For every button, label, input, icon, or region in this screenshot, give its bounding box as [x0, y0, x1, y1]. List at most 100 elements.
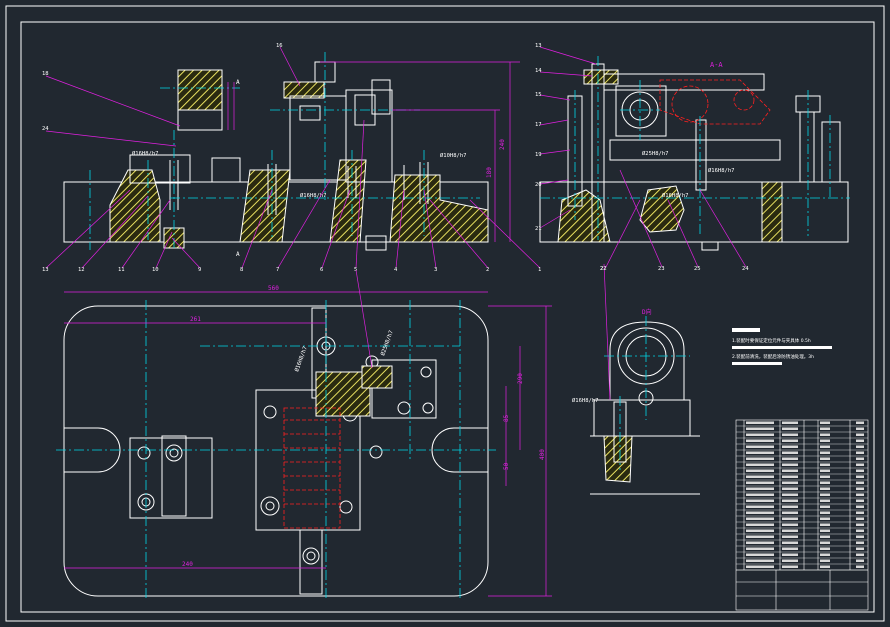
parts-list-cell-text — [746, 517, 774, 520]
part-number: 22 — [600, 266, 607, 272]
parts-list-cell-text — [856, 463, 864, 466]
detail-centerlines — [604, 316, 690, 470]
parts-list-cell-text — [820, 487, 830, 490]
part-number: 10 — [152, 267, 159, 273]
cut-mark-a-top: A — [236, 79, 240, 86]
parts-list-cell-text — [746, 553, 774, 556]
parts-list-cell-text — [856, 541, 864, 544]
outer-frame — [5, 5, 885, 622]
part-number: 1 — [538, 267, 541, 273]
parts-list-cell-text — [746, 529, 774, 532]
plan-dimensions — [64, 291, 552, 597]
part-number: 9 — [198, 267, 201, 273]
parts-list-cell-text — [820, 451, 830, 454]
parts-list-cell-text — [856, 487, 864, 490]
part-number: 11 — [118, 267, 125, 273]
parts-list-cell-text — [820, 535, 830, 538]
parts-list-cell-text — [746, 439, 774, 442]
parts-list-cell-text — [782, 517, 798, 520]
parts-list-cell-text — [856, 565, 864, 568]
front-view-dimensions — [227, 61, 520, 242]
part-number: 20 — [535, 182, 542, 188]
fit-label: Ø25H8/h7 — [642, 150, 669, 157]
fit-label: Ø16H8/h7 — [132, 150, 159, 157]
parts-list-cell-text — [782, 433, 798, 436]
parts-list-cell-text — [746, 469, 774, 472]
parts-list-cell-text — [782, 421, 798, 424]
parts-list-cell-text — [782, 451, 798, 454]
parts-list-cell-text — [782, 547, 798, 550]
parts-list-cell-text — [856, 505, 864, 508]
cut-mark-a-bottom: A — [236, 251, 240, 258]
parts-list-cell-text — [820, 565, 830, 568]
parts-list-cell-text — [782, 475, 798, 478]
parts-list-cell-text — [856, 553, 864, 556]
parts-list-cell-text — [820, 511, 830, 514]
part-number: 5 — [354, 267, 357, 273]
section-part-numbers: 13 14 15 17 19 20 21 22 23 25 24 — [535, 43, 749, 272]
front-view-part-numbers: 18 24 16 13 12 11 10 9 8 7 6 5 4 3 2 1 — [42, 43, 541, 273]
plan-hidden-lines — [283, 407, 341, 529]
parts-list-cell-text — [820, 457, 830, 460]
parts-list-cell-text — [820, 523, 830, 526]
parts-list-cell-text — [746, 523, 774, 526]
dim-plan-width: 560 — [268, 285, 279, 292]
part-number: 21 — [535, 226, 542, 232]
parts-list-cell-text — [856, 523, 864, 526]
dim-front-inner: 180 — [486, 167, 493, 178]
parts-list-cell-text — [856, 433, 864, 436]
part-number: 24 — [742, 266, 749, 272]
plan-centerlines — [56, 300, 496, 600]
inner-frame — [20, 21, 875, 613]
section-hidden-lines — [659, 79, 771, 125]
parts-list-cell-text — [856, 421, 864, 424]
part-number: 6 — [320, 267, 323, 273]
parts-list-cell-text — [746, 451, 774, 454]
note-2: 2.装配前清洗，装配后涂防锈油处理。3h — [732, 353, 814, 360]
parts-list-cell-text — [820, 517, 830, 520]
note-redacted — [732, 346, 832, 349]
leader-line — [603, 263, 611, 401]
parts-list-cell-text — [746, 445, 774, 448]
dim-plan-bottom: 240 — [182, 561, 193, 568]
parts-list-cell-text — [820, 433, 830, 436]
parts-list-cell-text — [746, 565, 774, 568]
part-number: 17 — [535, 122, 542, 128]
part-number: 23 — [658, 266, 665, 272]
parts-list-cell-text — [820, 481, 830, 484]
parts-list-cell-text — [782, 481, 798, 484]
parts-list-cell-text — [856, 499, 864, 502]
fit-label: Ø16H8/h7 — [572, 397, 599, 404]
part-number: 25 — [694, 266, 701, 272]
parts-list-cell-text — [746, 463, 774, 466]
parts-list-cell-text — [856, 535, 864, 538]
dim-plan-mid: 290 — [517, 373, 524, 384]
dim-plan-half: 261 — [190, 316, 201, 323]
part-number: 19 — [535, 152, 542, 158]
dim-plan-height: 400 — [539, 449, 546, 460]
front-view-centerlines — [89, 52, 480, 250]
section-label: A-A — [710, 61, 723, 69]
fit-label: Ø10H8/h7 — [440, 152, 467, 159]
dim-plan-offset: 50 — [503, 462, 510, 470]
parts-list-cell-text — [746, 475, 774, 478]
parts-list-cell-text — [746, 535, 774, 538]
parts-list-cell-text — [820, 559, 830, 562]
dim-plan-small: 85 — [503, 414, 510, 422]
parts-list-cell-text — [746, 487, 774, 490]
parts-list-cell-text — [746, 505, 774, 508]
notes-heading-block — [732, 328, 760, 332]
parts-list-cell-text — [746, 499, 774, 502]
part-number: 8 — [240, 267, 243, 273]
parts-list-cell-text — [820, 547, 830, 550]
parts-list-cell-text — [782, 553, 798, 556]
parts-list-cell-text — [820, 469, 830, 472]
parts-list-cell-text — [856, 475, 864, 478]
parts-list-cell-text — [746, 427, 774, 430]
parts-list — [735, 419, 869, 611]
part-number: 4 — [394, 267, 398, 273]
parts-list-cell-text — [782, 457, 798, 460]
parts-list-cell-text — [782, 445, 798, 448]
part-number: 13 — [535, 43, 542, 49]
parts-list-cell-text — [820, 499, 830, 502]
